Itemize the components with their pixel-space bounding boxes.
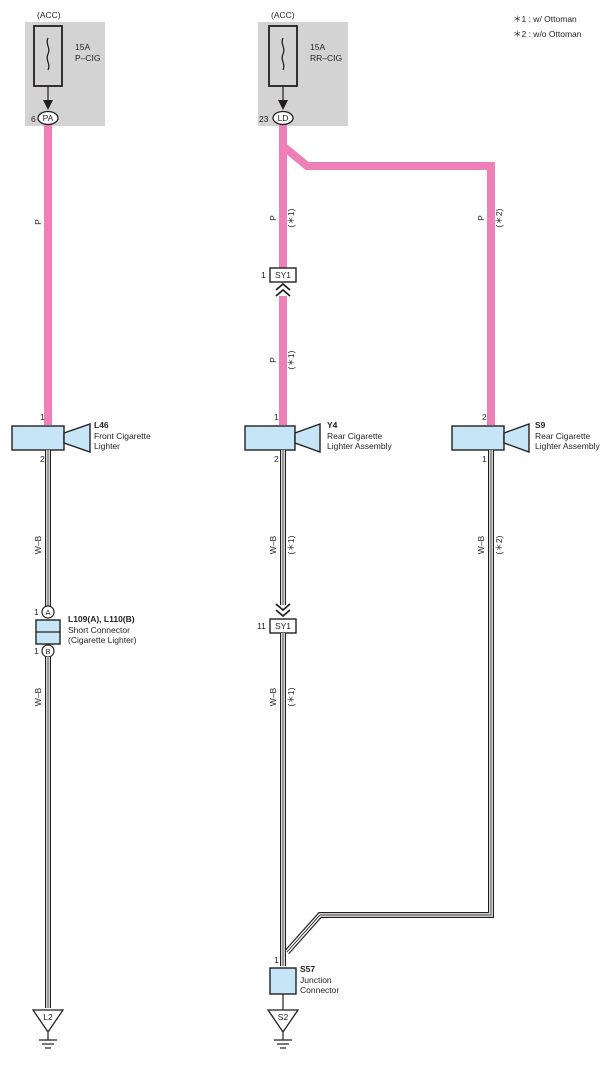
- wire-color-label: W–B: [33, 687, 43, 706]
- wire-color-label: W–B: [268, 687, 278, 706]
- component-name-line1: Rear Cigarette: [327, 431, 383, 441]
- wire-color-label: P: [33, 219, 43, 225]
- wire-color-label: W–B: [476, 535, 486, 554]
- connector-label: SY1: [275, 621, 291, 631]
- pin-label: 1: [274, 955, 279, 965]
- pin-label: 2: [482, 412, 487, 422]
- connector-b-label: B: [45, 647, 50, 656]
- component-id: S57: [300, 964, 315, 974]
- ground-l2: L2: [31, 1009, 65, 1049]
- lighter-body: [244, 425, 296, 451]
- wire-note-label: (＊1): [286, 208, 296, 227]
- component-y4: 1 2 Y4 Rear Cigarette Lighter Assembly: [244, 412, 392, 464]
- fuse-icon: [46, 37, 50, 71]
- connector-ld-pin: 23: [259, 114, 269, 124]
- wire-wb-right: [284, 450, 494, 954]
- pin-label: 2: [274, 454, 279, 464]
- ground-label: L2: [43, 1012, 53, 1022]
- fuse-name: RR–CIG: [310, 53, 342, 63]
- component-id: L109(A), L110(B): [68, 614, 135, 624]
- pin-label: 1: [40, 412, 45, 422]
- component-name-line2: Connector: [300, 985, 339, 995]
- component-name-line1: Front Cigarette: [94, 431, 151, 441]
- component-name-line2: Lighter: [94, 441, 120, 451]
- connector-pa-label: PA: [43, 113, 54, 123]
- lighter-body: [451, 425, 505, 451]
- pin-label: 1: [482, 454, 487, 464]
- junction-connector-s57: 1 S57 Junction Connector: [269, 955, 339, 995]
- connector-pa: [37, 110, 59, 126]
- ground-icon: [266, 1009, 300, 1034]
- ground-s2: S2: [266, 1009, 300, 1049]
- arrow-down-icon: [43, 100, 53, 110]
- wire-note-label: (＊1): [286, 350, 296, 369]
- component-name-line2: Lighter Assembly: [535, 441, 600, 451]
- pin-label: 11: [257, 621, 266, 631]
- junction-body: [269, 967, 297, 995]
- lighter-icon: [503, 423, 530, 453]
- fuse-block-right: (ACC) 15A RR–CIG: [258, 10, 348, 126]
- lighter-icon: [63, 423, 91, 453]
- connector-label: SY1: [275, 270, 291, 280]
- connector-ld: [272, 110, 294, 126]
- wire-note-label: (＊1): [286, 535, 296, 554]
- wire-color-label: W–B: [268, 535, 278, 554]
- wire-note-label: (＊2): [494, 535, 504, 554]
- fuse-name: P–CIG: [75, 53, 101, 63]
- ground-label: S2: [278, 1012, 289, 1022]
- wire-note-label: (＊2): [494, 208, 504, 227]
- component-name-line1: Rear Cigarette: [535, 431, 591, 441]
- chevron-up-icon: [275, 282, 291, 297]
- fuse-box-background: [25, 22, 105, 126]
- legend-note-1: ＊1 : w/ Ottoman: [513, 14, 577, 24]
- wire-color-label: P: [476, 215, 486, 221]
- fuse-box-background: [258, 22, 348, 126]
- component-name-line1: Junction: [300, 975, 332, 985]
- pin-label: 2: [40, 454, 45, 464]
- pin-label: 1: [261, 270, 266, 280]
- component-id: Y4: [327, 420, 338, 430]
- short-connector-l109-l110: A 1 B 1 L109(A), L110(B) Short Connector…: [34, 605, 137, 658]
- wire-color-label: P: [268, 357, 278, 363]
- connector-box: [269, 267, 297, 283]
- connector-pa-pin: 6: [31, 114, 36, 124]
- wire-pink-right-branch: [280, 142, 495, 425]
- pin-label: 1: [34, 646, 39, 656]
- legend-note-2: ＊2 : w/o Ottoman: [513, 29, 582, 39]
- fuse-power-label: (ACC): [37, 10, 61, 20]
- component-name-line1: Short Connector: [68, 625, 130, 635]
- component-id: S9: [535, 420, 546, 430]
- fuse-block-left: (ACC) 15A P–CIG: [25, 10, 105, 126]
- pin-label: 1: [34, 607, 39, 617]
- connector-ld-label: LD: [278, 113, 289, 123]
- inline-connector-sy1-bottom: SY1 11: [257, 603, 297, 634]
- fuse-rating: 15A: [310, 42, 325, 52]
- inline-connector-sy1-top: SY1 1: [261, 267, 297, 297]
- wire-note-label: (＊1): [286, 687, 296, 706]
- pin-label: 1: [274, 412, 279, 422]
- component-id: L46: [94, 420, 109, 430]
- ground-icon: [31, 1009, 65, 1034]
- component-name-line2: (Cigarette Lighter): [68, 635, 137, 645]
- component-s9: 2 1 S9 Rear Cigarette Lighter Assembly: [451, 412, 600, 464]
- chevron-down-icon: [275, 603, 291, 618]
- arrow-down-icon: [278, 100, 288, 110]
- fuse-power-label: (ACC): [271, 10, 295, 20]
- connector-a-circle: [41, 605, 55, 619]
- fuse-rating: 15A: [75, 42, 90, 52]
- lighter-icon: [294, 423, 321, 453]
- component-name-line2: Lighter Assembly: [327, 441, 392, 451]
- wire-color-label: W–B: [33, 535, 43, 554]
- connector-a-label: A: [45, 608, 50, 617]
- lighter-body: [11, 425, 65, 451]
- fuse-icon: [281, 37, 285, 71]
- wire-color-label: P: [268, 215, 278, 221]
- component-l46: 1 2 L46 Front Cigarette Lighter: [11, 412, 151, 464]
